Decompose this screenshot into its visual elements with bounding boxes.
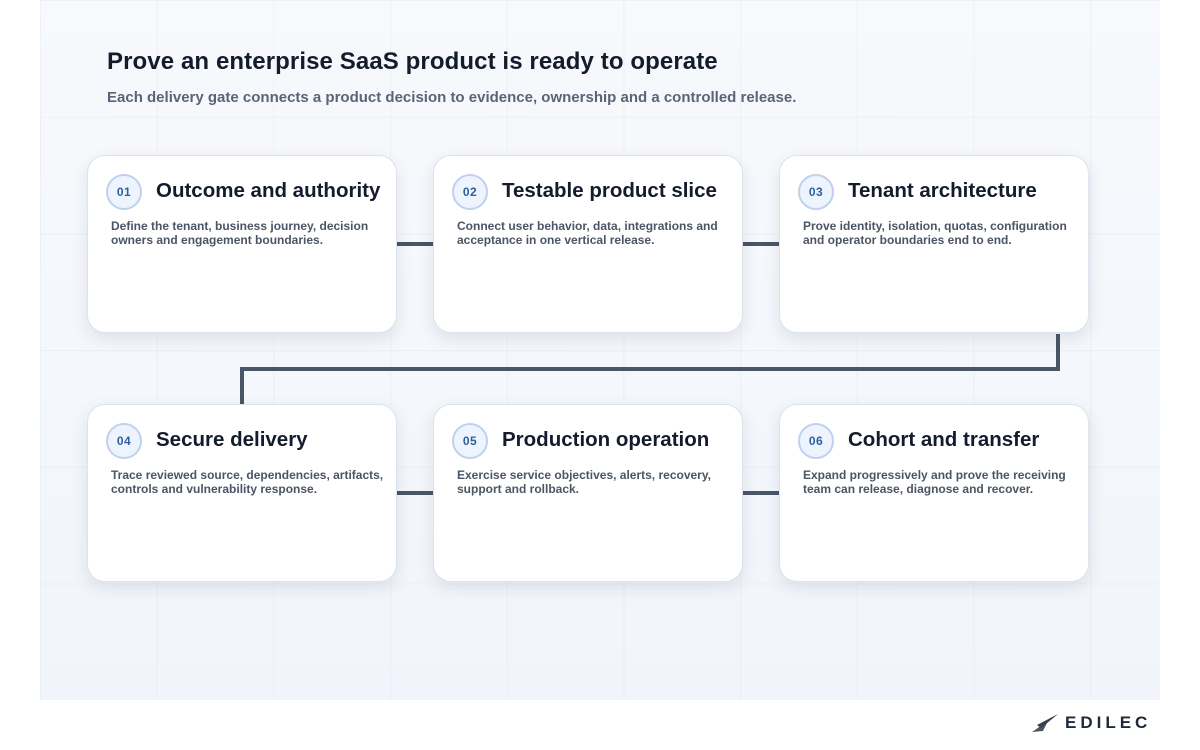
step-number-badge: 01: [106, 174, 142, 210]
step-description: Connect user behavior, data, integration…: [457, 219, 718, 247]
step-number-badge: 02: [452, 174, 488, 210]
step-number-badge: 03: [798, 174, 834, 210]
paper-plane-icon: [1032, 714, 1058, 732]
step-title: Tenant architecture: [848, 179, 1037, 202]
step-description: Trace reviewed source, dependencies, art…: [111, 468, 384, 496]
connector-03-04: [240, 334, 1060, 405]
step-description: Define the tenant, business journey, dec…: [111, 219, 369, 247]
step-card-4: 04 Secure delivery Trace reviewed source…: [87, 404, 397, 582]
step-card-2: 02 Testable product slice Connect user b…: [433, 155, 743, 333]
step-number-badge: 06: [798, 423, 834, 459]
step-card-1: 01 Outcome and authority Define the tena…: [87, 155, 397, 333]
diagram-background: [40, 0, 1160, 700]
step-title: Outcome and authority: [156, 179, 381, 202]
brand-wordmark: EDILEC: [1065, 713, 1152, 732]
step-description: Expand progressively and prove the recei…: [803, 468, 1066, 496]
step-number-badge: 05: [452, 423, 488, 459]
step-title: Testable product slice: [502, 179, 717, 202]
step-card-5: 05 Production operation Exercise service…: [433, 404, 743, 582]
step-description: Exercise service objectives, alerts, rec…: [457, 468, 711, 496]
background-grid: [40, 0, 1160, 700]
step-title: Cohort and transfer: [848, 428, 1040, 451]
step-title: Production operation: [502, 428, 710, 451]
page-title: Prove an enterprise SaaS product is read…: [107, 48, 718, 75]
step-title: Secure delivery: [156, 428, 308, 451]
step-card-3: 03 Tenant architecture Prove identity, i…: [779, 155, 1089, 333]
step-description: Prove identity, isolation, quotas, confi…: [803, 219, 1067, 247]
step-card-6: 06 Cohort and transfer Expand progressiv…: [779, 404, 1089, 582]
page-subtitle: Each delivery gate connects a product de…: [107, 89, 797, 106]
brand-logo: EDILEC: [1031, 711, 1151, 735]
step-number-badge: 04: [106, 423, 142, 459]
